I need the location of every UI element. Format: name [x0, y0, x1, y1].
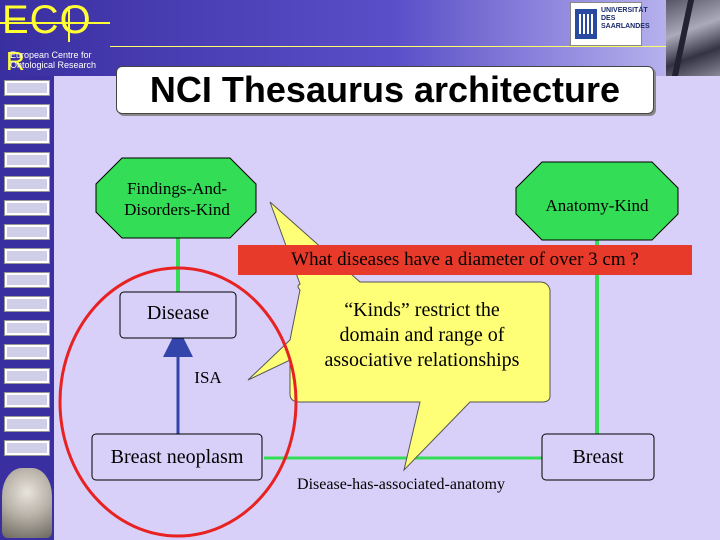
sidebar-tile — [4, 128, 50, 144]
sidebar-tile — [4, 368, 50, 384]
ecor-logo: ECO — [2, 0, 92, 42]
title-box: NCI Thesaurus architecture — [116, 66, 654, 114]
university-emblem-icon — [575, 9, 597, 39]
university-name-line1: UNIVERSITÄT — [601, 7, 648, 14]
anatomy-kind-label: Anatomy-Kind — [545, 196, 649, 215]
ecor-logo-divider — [68, 6, 70, 42]
sidebar-tile — [4, 248, 50, 264]
header-rule — [110, 46, 720, 47]
university-name-line2: DES — [601, 15, 616, 22]
slide-header: ECO R European Centre for Ontological Re… — [0, 0, 720, 76]
university-name-line3: SAARLANDES — [601, 23, 650, 30]
slide-title: NCI Thesaurus architecture — [149, 69, 621, 110]
ecor-logo-underline — [0, 22, 110, 24]
sidebar-tile — [4, 80, 50, 96]
question-banner: What diseases have a diameter of over 3 … — [238, 245, 692, 275]
sidebar-tile — [4, 152, 50, 168]
findings-kind-label-line1: Findings-And- — [126, 179, 228, 198]
callout-text-line2: domain and range of — [339, 324, 505, 346]
sidebar-tile — [4, 344, 50, 360]
callout-text-line3: associative relationships — [324, 349, 520, 371]
breast-box — [541, 433, 655, 481]
associated-anatomy-label: Disease-has-associated-anatomy — [297, 476, 505, 493]
highlight-circle — [58, 266, 298, 538]
breast-neoplasm-box — [91, 433, 263, 481]
sidebar-tile — [4, 200, 50, 216]
breast-label: Breast — [572, 446, 624, 468]
sidebar-tile — [4, 440, 50, 456]
breast-neoplasm-label: Breast neoplasm — [110, 446, 244, 468]
ecor-subtitle-line1: European Centre for — [10, 50, 92, 60]
sidebar-tile — [4, 176, 50, 192]
callout-text: “Kinds” restrict the domain and range of… — [296, 298, 548, 373]
anatomy-kind-octagon — [515, 161, 679, 241]
sidebar-tile — [4, 392, 50, 408]
disease-label: Disease — [146, 302, 210, 324]
findings-kind-octagon — [95, 157, 257, 239]
sidebar-tile — [4, 296, 50, 312]
ecor-subtitle: European Centre for Ontological Research — [10, 50, 96, 70]
disease-box — [119, 291, 237, 339]
ecor-subtitle-line2: Ontological Research — [10, 60, 97, 70]
sidebar-tile — [4, 104, 50, 120]
building-photo — [666, 0, 720, 76]
sidebar-tile — [4, 272, 50, 288]
sidebar-tile — [4, 320, 50, 336]
aristotle-portrait — [2, 468, 52, 538]
sidebar-tile — [4, 416, 50, 432]
sidebar-tile — [4, 224, 50, 240]
university-logo: UNIVERSITÄT DES SAARLANDES — [570, 2, 650, 46]
isa-label: ISA — [194, 368, 222, 387]
ecor-logo-r: R — [6, 46, 25, 76]
findings-kind-label: Findings-And- Disorders-Kind — [98, 178, 256, 220]
slide-sidebar — [0, 76, 54, 540]
findings-kind-label-line2: Disorders-Kind — [124, 200, 230, 219]
university-name: UNIVERSITÄT DES SAARLANDES — [601, 7, 650, 31]
callout-text-line1: “Kinds” restrict the — [344, 299, 500, 321]
question-text: What diseases have a diameter of over 3 … — [291, 249, 639, 270]
